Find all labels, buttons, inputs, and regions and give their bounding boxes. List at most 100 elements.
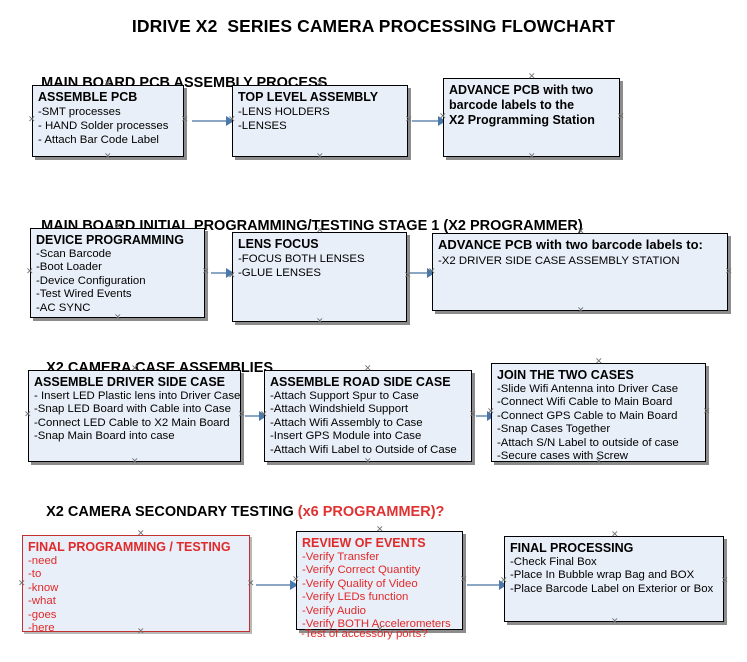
resize-handle-left[interactable] [292,577,299,584]
resize-handle-bottom[interactable] [528,154,535,161]
node-line: -Attach Wifi Assembly to Case [270,416,423,429]
resize-handle-right[interactable] [202,269,209,276]
node-line: X2 Programming Station [449,113,595,127]
node-lens-focus[interactable]: LENS FOCUS -FOCUS BOTH LENSES -GLUE LENS… [232,232,407,322]
resize-handle-bottom[interactable] [104,154,111,161]
node-line: -Verify Transfer [302,551,380,563]
resize-handle-top[interactable] [611,532,618,539]
resize-handle-left[interactable] [18,581,25,588]
node-title: FINAL PROGRAMMING / TESTING [28,540,231,554]
resize-handle-right[interactable] [721,578,728,585]
resize-handle-left[interactable] [260,412,267,419]
resize-handle-left[interactable] [439,114,446,121]
node-assemble-pcb[interactable]: ASSEMBLE PCB -SMT processes - HAND Solde… [32,85,184,157]
resize-handle-top[interactable] [316,228,323,235]
node-advance-pcb-programming-station[interactable]: ADVANCE PCB with two barcode labels to t… [443,78,620,157]
node-line: -know [28,581,59,594]
node-line: -Test Wired Events [36,288,132,301]
node-line: -Attach Wifi Label to Outside of Case [270,443,457,456]
node-line: -here [28,622,55,635]
resize-handle-right[interactable] [405,117,412,124]
node-line: -to [28,568,42,581]
resize-handle-right[interactable] [404,273,411,280]
node-title: LENS FOCUS [238,237,319,251]
resize-handle-right[interactable] [703,409,710,416]
resize-handle-bottom[interactable] [611,619,618,626]
resize-handle-right[interactable] [238,412,245,419]
resize-handle-top[interactable] [376,527,383,534]
node-line: -need [28,555,58,567]
node-line: -what [28,595,56,608]
resize-handle-right[interactable] [460,577,467,584]
node-assemble-driver-side-case[interactable]: ASSEMBLE DRIVER SIDE CASE - Insert LED P… [28,370,241,462]
resize-handle-top[interactable] [364,366,371,373]
node-overflow-line: -Test of accessory ports? [301,628,428,640]
node-title: FINAL PROCESSING [510,541,634,555]
node-line: -Check Final Box [510,556,597,568]
node-line: -Insert GPS Module into Case [270,430,422,443]
resize-handle-right[interactable] [181,117,188,124]
section-heading-x2-camera-secondary-testing: X2 CAMERA SECONDARY TESTING (x6 PROGRAMM… [30,488,444,536]
resize-handle-bottom[interactable] [364,459,371,466]
connector-line [192,120,228,122]
node-join-the-two-cases[interactable]: JOIN THE TWO CASES -Slide Wifi Antenna i… [491,363,706,462]
resize-handle-bottom[interactable] [595,459,602,466]
node-line: -Connect GPS Cable to Main Board [497,409,678,422]
node-assemble-road-side-case[interactable]: ASSEMBLE ROAD SIDE CASE -Attach Support … [264,370,472,462]
connector-line [412,120,440,122]
resize-handle-left[interactable] [228,117,235,124]
resize-handle-left[interactable] [28,117,35,124]
resize-handle-bottom[interactable] [577,308,584,315]
node-line: -Attach S/N Label to outside of case [497,436,679,449]
resize-handle-bottom[interactable] [137,629,144,636]
resize-handle-left[interactable] [228,273,235,280]
resize-handle-top[interactable] [577,229,584,236]
node-line: -Device Configuration [36,274,146,287]
node-review-of-events[interactable]: REVIEW OF EVENTS -Verify Transfer -Verif… [296,531,463,630]
node-line: -Snap Cases Together [497,423,611,436]
node-advance-pcb-driver-side-case[interactable]: ADVANCE PCB with two barcode labels to: … [432,233,728,311]
node-line: -Place In Bubble wrap Bag and BOX [510,569,695,582]
resize-handle-bottom[interactable] [376,627,383,634]
node-line: -Snap LED Board with Cable into Case [34,403,231,416]
resize-handle-right[interactable] [469,412,476,419]
node-line: -FOCUS BOTH LENSES [238,253,365,265]
resize-handle-bottom[interactable] [316,154,323,161]
page-title: IDRIVE X2 SERIES CAMERA PROCESSING FLOWC… [131,16,616,36]
resize-handle-bottom[interactable] [131,459,138,466]
resize-handle-left[interactable] [428,269,435,276]
resize-handle-right[interactable] [617,114,624,121]
resize-handle-left[interactable] [24,412,31,419]
connector-line [211,272,229,274]
resize-handle-top[interactable] [316,81,323,88]
node-line: -X2 DRIVER SIDE CASE ASSEMBLY STATION [438,254,680,267]
resize-handle-bottom[interactable] [316,319,323,326]
resize-handle-right[interactable] [725,269,732,276]
resize-handle-top[interactable] [528,74,535,81]
resize-handle-top[interactable] [114,224,121,231]
node-title: ASSEMBLE ROAD SIDE CASE [270,375,451,389]
section-heading-text: X2 CAMERA SECONDARY TESTING [46,504,298,520]
connector-arrowhead-icon [290,580,298,590]
resize-handle-right[interactable] [247,581,254,588]
node-line: -LENSES [238,120,287,133]
node-device-programming[interactable]: DEVICE PROGRAMMING -Scan Barcode -Boot L… [30,228,205,318]
resize-handle-left[interactable] [26,269,33,276]
node-title: DEVICE PROGRAMMING [36,233,184,247]
resize-handle-top[interactable] [595,359,602,366]
resize-handle-top[interactable] [131,366,138,373]
node-final-processing[interactable]: FINAL PROCESSING -Check Final Box -Place… [504,536,724,622]
resize-handle-left[interactable] [500,578,507,585]
node-final-programming-testing[interactable]: FINAL PROGRAMMING / TESTING -need -to -k… [22,535,250,635]
resize-handle-bottom[interactable] [114,315,121,322]
node-line: barcode labels to the [449,98,575,112]
node-line: -GLUE LENSES [238,267,321,280]
node-line: -Connect Wifi Cable to Main Board [497,396,673,409]
resize-handle-top[interactable] [137,531,144,538]
connector-line [410,272,430,274]
node-top-level-assembly[interactable]: TOP LEVEL ASSEMBLY -LENS HOLDERS -LENSES [232,85,408,157]
resize-handle-left[interactable] [487,409,494,416]
resize-handle-top[interactable] [104,81,111,88]
node-line: - Insert LED Plastic lens into Driver Ca… [34,390,241,402]
